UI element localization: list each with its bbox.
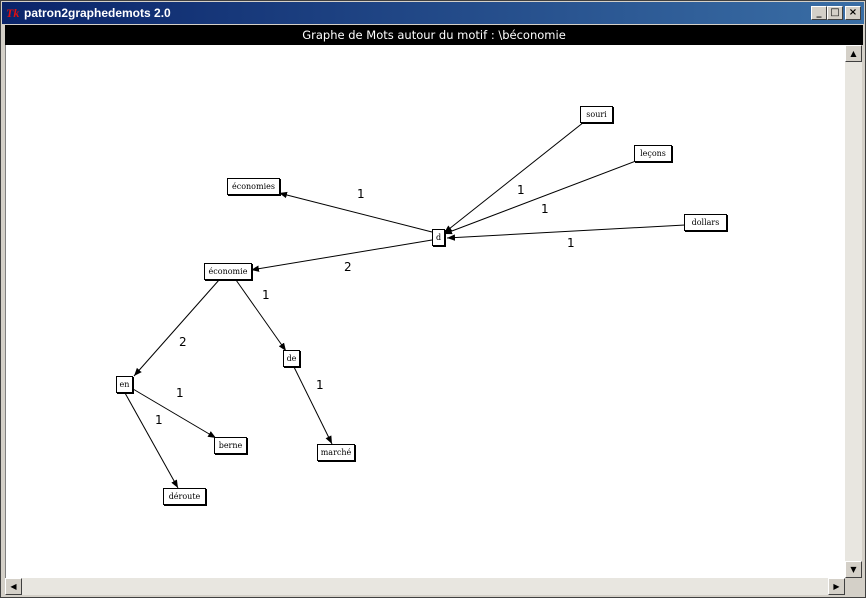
graph-node-souri[interactable]: souri — [580, 106, 613, 123]
title-bar[interactable]: Tk patron2graphedemots 2.0 _ □ × — [2, 2, 864, 24]
graph-edge-d-economies — [278, 191, 433, 233]
edge-weight-label: 1 — [155, 413, 163, 427]
graph-node-en[interactable]: en — [116, 376, 133, 393]
graph-node-economie[interactable]: économie — [204, 263, 252, 280]
graph-edge-de-marche — [293, 366, 333, 445]
graph-edge-economie-de — [235, 279, 287, 352]
graph-node-economies[interactable]: économies — [227, 178, 280, 195]
graph-node-lecons[interactable]: leçons — [634, 145, 672, 162]
graph-edge-economie-en — [133, 279, 220, 377]
edge-weight-label: 1 — [567, 236, 575, 250]
edge-weight-label: 1 — [541, 202, 549, 216]
graph-edge-souri-d — [443, 121, 585, 234]
edge-weight-label: 2 — [179, 335, 187, 349]
tk-icon: Tk — [6, 6, 20, 20]
scroll-left-button[interactable]: ◀ — [5, 578, 22, 595]
scroll-down-button[interactable]: ▼ — [845, 561, 862, 578]
graph-header: Graphe de Mots autour du motif : \bécono… — [5, 25, 863, 45]
graph-edge-dollars-d — [446, 224, 686, 241]
graph-node-dollars[interactable]: dollars — [684, 214, 727, 231]
edge-weight-label: 1 — [176, 386, 184, 400]
maximize-button[interactable]: □ — [827, 6, 843, 20]
minimize-button[interactable]: _ — [811, 6, 827, 20]
edge-weight-label: 1 — [262, 288, 270, 302]
edge-weight-label: 1 — [517, 183, 525, 197]
vertical-scrollbar[interactable]: ▲ ▼ — [845, 45, 862, 578]
graph-edge-d-economie — [250, 239, 433, 272]
graph-edge-en-berne — [132, 388, 217, 439]
horizontal-scrollbar[interactable]: ◀ ▶ — [5, 578, 845, 595]
scrollbar-corner — [845, 578, 862, 595]
edge-weight-label: 2 — [344, 260, 352, 274]
edge-weight-label: 1 — [316, 378, 324, 392]
graph-node-d[interactable]: d — [432, 229, 445, 246]
graph-edge-en-deroute — [124, 392, 179, 489]
close-button[interactable]: × — [845, 6, 861, 20]
graph-node-de[interactable]: de — [283, 350, 300, 367]
graph-node-deroute[interactable]: déroute — [163, 488, 206, 505]
graph-edge-lecons-d — [443, 160, 637, 235]
window-title: patron2graphedemots 2.0 — [24, 6, 171, 20]
edge-weight-label: 1 — [357, 187, 365, 201]
scroll-up-button[interactable]: ▲ — [845, 45, 862, 62]
graph-node-marche[interactable]: marché — [317, 444, 355, 461]
graph-node-berne[interactable]: berne — [214, 437, 247, 454]
scroll-right-button[interactable]: ▶ — [828, 578, 845, 595]
